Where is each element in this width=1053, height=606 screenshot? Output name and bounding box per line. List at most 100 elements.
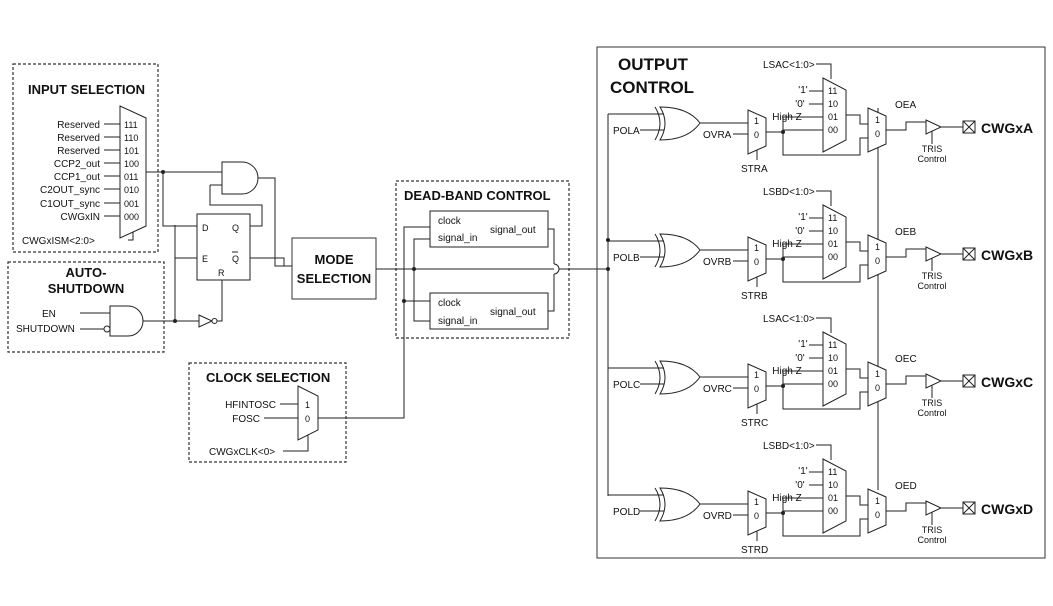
en-label: EN — [42, 309, 56, 320]
input-code: 000 — [124, 212, 139, 222]
ls-code: 10 — [828, 480, 838, 490]
input-code: 111 — [124, 120, 138, 130]
tristate-buffer — [925, 500, 943, 516]
str-mux — [747, 109, 767, 155]
ls-select-label: LSAC<1:0> — [763, 314, 815, 325]
str-mux-0: 0 — [754, 257, 759, 267]
oe-mux — [867, 107, 887, 153]
xor-gate — [659, 106, 701, 141]
str-mux — [747, 490, 767, 536]
latch-d-label: D — [202, 223, 209, 233]
input-label: Reserved — [57, 120, 100, 131]
oe-mux — [867, 234, 887, 280]
ls-mux — [822, 204, 847, 280]
ovr-label: OVRD — [703, 511, 732, 522]
ls-select-label: LSBD<1:0> — [763, 441, 815, 452]
tristate-buffer — [925, 373, 943, 389]
control-label: Control — [917, 154, 946, 164]
xor-gate — [659, 233, 701, 268]
str-label: STRB — [741, 291, 768, 302]
tris-label: TRIS — [922, 525, 943, 535]
oe-mux-1: 1 — [875, 369, 880, 379]
invert-bubble — [103, 325, 111, 333]
oe-mux-1: 1 — [875, 242, 880, 252]
oe-mux-1: 1 — [875, 496, 880, 506]
output-pin-label: CWGxC — [981, 374, 1033, 390]
dead-band-title: DEAD-BAND CONTROL — [404, 188, 551, 203]
ls-code: 10 — [828, 353, 838, 363]
clock-mux-1: 1 — [305, 400, 310, 410]
input-label: Reserved — [57, 146, 100, 157]
tris-label: TRIS — [922, 398, 943, 408]
ls-code: 10 — [828, 99, 838, 109]
dead-band-block: DEAD-BAND CONTROL clock signal_in signal… — [395, 180, 570, 339]
clock-select-label: CWGxCLK<0> — [209, 447, 275, 458]
auto-shutdown-title-1: AUTO- — [66, 265, 107, 280]
clock-selection-block: CLOCK SELECTION HFINTOSC FOSC 1 0 CWGxCL… — [188, 362, 347, 463]
output-pin-label: CWGxD — [981, 501, 1033, 517]
shutdown-label: SHUTDOWN — [16, 324, 75, 335]
str-mux-0: 0 — [754, 384, 759, 394]
pol-label: POLD — [613, 507, 640, 518]
output-control-frame — [596, 46, 1046, 559]
input-label: CWGxIN — [61, 212, 100, 223]
mux-in-0: '0' — [795, 99, 804, 110]
oe-label: OEB — [895, 227, 916, 238]
oe-mux — [867, 361, 887, 407]
latch-q-label: Q — [232, 223, 239, 233]
mux-in-1: '1' — [798, 466, 807, 477]
ovr-label: OVRB — [703, 257, 732, 268]
input-code: 001 — [124, 199, 139, 209]
ls-code: 01 — [828, 239, 838, 249]
str-mux-1: 1 — [754, 370, 759, 380]
ls-code: 10 — [828, 226, 838, 236]
mux-in-highz: High Z — [772, 112, 801, 123]
output-pin-label: CWGxA — [981, 120, 1033, 136]
fosc-label: FOSC — [232, 414, 260, 425]
ls-mux — [822, 458, 847, 534]
ls-code: 01 — [828, 493, 838, 503]
mode-selection-label-2: SELECTION — [297, 271, 371, 286]
str-mux — [747, 363, 767, 409]
ls-mux — [822, 331, 847, 407]
str-label: STRC — [741, 418, 768, 429]
clock-mux-0: 0 — [305, 414, 310, 424]
input-code: 010 — [124, 185, 139, 195]
input-code: 101 — [124, 146, 139, 156]
tris-label: TRIS — [922, 144, 943, 154]
input-label: CCP1_out — [54, 172, 100, 183]
mode-selection-label-1: MODE — [315, 252, 354, 267]
oe-label: OEC — [895, 354, 917, 365]
input-label: CCP2_out — [54, 159, 100, 170]
db2-signal-in: signal_in — [438, 316, 477, 327]
mux-in-1: '1' — [798, 85, 807, 96]
oe-mux-0: 0 — [875, 256, 880, 266]
buffer-shutdown — [198, 314, 214, 328]
mux-in-1: '1' — [798, 212, 807, 223]
hfintosc-label: HFINTOSC — [225, 400, 276, 411]
input-code: 011 — [124, 172, 138, 182]
mux-in-highz: High Z — [772, 239, 801, 250]
db1-clock: clock — [438, 216, 462, 227]
and-gate-shutdown — [109, 305, 144, 337]
oe-label: OEA — [895, 100, 916, 111]
auto-shutdown-frame — [7, 261, 165, 353]
str-mux-0: 0 — [754, 511, 759, 521]
and-gate-top — [221, 161, 259, 195]
db2-signal-out: signal_out — [490, 307, 536, 318]
ls-code: 00 — [828, 252, 838, 262]
oe-mux — [867, 488, 887, 534]
str-mux-1: 1 — [754, 116, 759, 126]
db1-signal-in: signal_in — [438, 233, 477, 244]
control-label: Control — [917, 281, 946, 291]
ls-code: 00 — [828, 125, 838, 135]
latch-r-label: R — [218, 268, 225, 278]
clock-mux — [297, 385, 319, 441]
output-control-title-2: CONTROL — [610, 78, 694, 97]
ls-code: 01 — [828, 112, 838, 122]
mux-in-0: '0' — [795, 480, 804, 491]
latch-e-label: E — [202, 254, 208, 264]
